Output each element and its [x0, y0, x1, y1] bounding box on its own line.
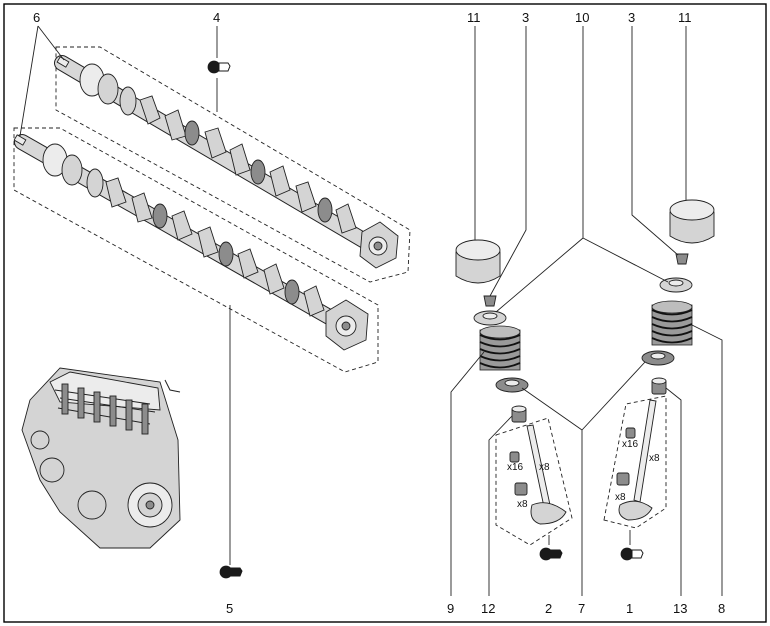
lubricate-icon [207, 60, 231, 74]
leader-lines [19, 25, 723, 596]
callout-1: 1 [626, 601, 633, 616]
spring-seat-right [641, 350, 675, 366]
kit-cotter-left [509, 451, 520, 463]
qty-valve-left: x8 [539, 462, 550, 473]
camshaft-upper [54, 55, 399, 269]
valve-group-left [455, 239, 573, 546]
callout-12: 12 [481, 601, 495, 616]
qty-cotter-right: x16 [622, 439, 639, 450]
qty-seal-right: x8 [615, 492, 626, 503]
camshaft-lower [13, 134, 369, 351]
kit-seal-left [514, 482, 528, 496]
kit-cotter-right [625, 427, 636, 439]
lubricate-icon [539, 547, 563, 561]
diagram-frame [3, 3, 767, 623]
callout-11-right: 11 [678, 10, 692, 25]
callout-7: 7 [578, 601, 585, 616]
retainer-left [473, 310, 507, 326]
callout-10: 10 [575, 10, 589, 25]
callout-6: 6 [33, 10, 40, 25]
callout-2: 2 [545, 601, 552, 616]
qty-seal-left: x8 [517, 499, 528, 510]
qty-cotter-left: x16 [507, 462, 524, 473]
kit-seal-right [616, 472, 630, 486]
callout-3-left: 3 [522, 10, 529, 25]
valve-left [526, 424, 567, 525]
spring-left [479, 325, 521, 371]
valve-kit-right-envelope [603, 395, 667, 529]
callout-8: 8 [718, 601, 725, 616]
engine-thumbnail [21, 367, 181, 549]
stem-seal-right [651, 377, 667, 395]
valve-kit-left-envelope [495, 417, 573, 546]
spring-seat-left [495, 377, 529, 393]
camshaft-upper-envelope [55, 46, 411, 283]
callout-4: 4 [213, 10, 220, 25]
stem-seal-left [511, 405, 527, 423]
callout-5: 5 [226, 601, 233, 616]
callout-9: 9 [447, 601, 454, 616]
valve-right [618, 399, 657, 521]
tappet-left [455, 239, 501, 284]
callout-11-left: 11 [467, 10, 481, 25]
cotter-left [483, 295, 497, 307]
camshaft-lower-envelope [13, 127, 379, 373]
lubricate-icon [620, 547, 644, 561]
qty-valve-right: x8 [649, 453, 660, 464]
callout-13: 13 [673, 601, 687, 616]
valve-group-right [603, 199, 715, 529]
tappet-right [669, 199, 715, 244]
cotter-right [675, 253, 689, 265]
spring-right [651, 300, 693, 346]
callout-3-right: 3 [628, 10, 635, 25]
lubricate-icon [219, 565, 243, 579]
